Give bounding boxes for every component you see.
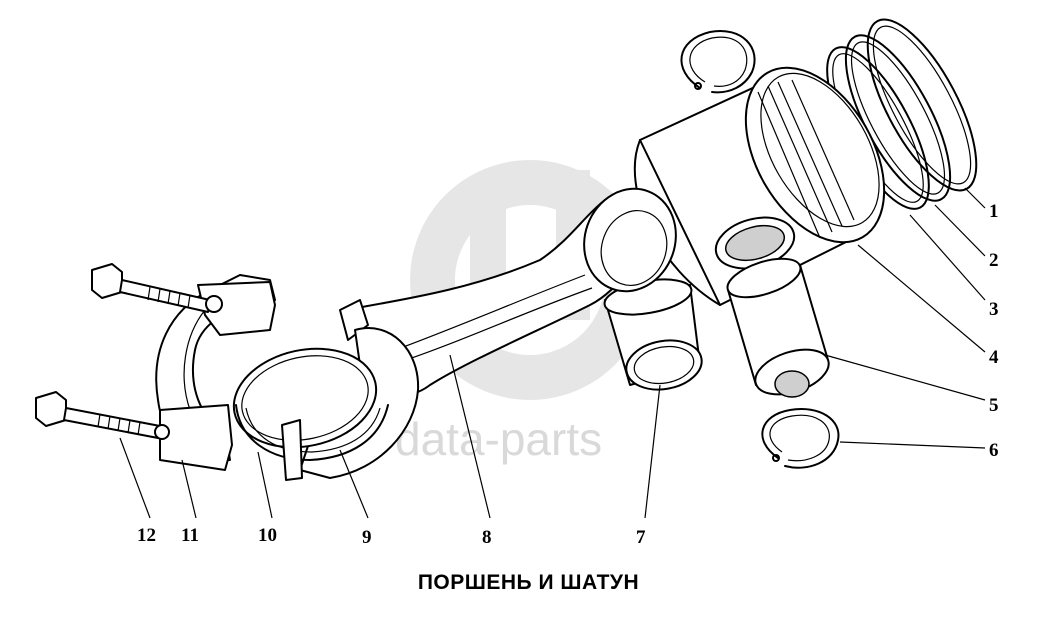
callout-4: 4 xyxy=(989,347,999,368)
snap-ring-upper xyxy=(680,30,756,94)
cap-bolt-upper xyxy=(91,263,223,313)
callout-3: 3 xyxy=(989,299,999,320)
callout-6: 6 xyxy=(989,440,999,461)
small-end-bushing xyxy=(603,278,703,391)
piston xyxy=(633,66,886,306)
callout-11: 11 xyxy=(181,525,199,546)
diagram-caption: ПОРШЕНЬ И ШАТУН xyxy=(417,571,640,594)
cap-bolt-lower xyxy=(35,391,170,440)
callout-8: 8 xyxy=(482,527,492,548)
connecting-rod-cap xyxy=(155,274,276,471)
bearing-shell-upper xyxy=(232,347,378,449)
callout-10: 10 xyxy=(258,525,277,546)
callout-numbers: 1 2 3 4 5 6 7 8 9 10 11 12 xyxy=(137,201,999,548)
callout-9: 9 xyxy=(362,527,372,548)
callout-1: 1 xyxy=(989,201,999,222)
bearing-shell-lower xyxy=(235,404,389,481)
callout-2: 2 xyxy=(989,250,999,271)
piston-pin xyxy=(726,257,830,398)
snap-ring-lower xyxy=(761,408,840,469)
callout-7: 7 xyxy=(636,527,646,548)
callout-5: 5 xyxy=(989,395,999,416)
callout-12: 12 xyxy=(137,525,156,546)
watermark-text: data-parts xyxy=(395,413,602,465)
leader-lines xyxy=(119,187,986,519)
